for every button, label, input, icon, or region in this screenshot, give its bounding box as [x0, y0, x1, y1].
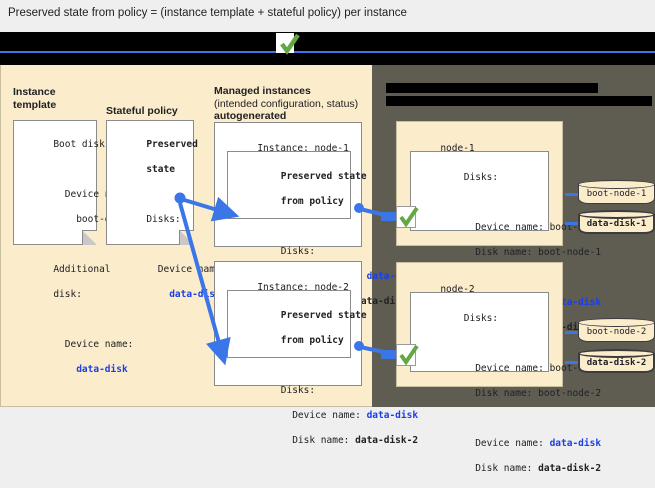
heading-managed-instances-line1: Managed instances: [214, 85, 311, 97]
heading-stateful-policy-line1: Stateful policy: [106, 105, 178, 117]
card-instance-template: Boot disk: Device name: boot-disk Additi…: [13, 120, 133, 375]
ps2-disk-label: Disk name:: [280, 434, 356, 446]
cylinder-body: [578, 353, 655, 373]
n2-boot-disk-value: boot-node-2: [538, 387, 602, 399]
ps1-device-value: data-disk: [366, 270, 419, 282]
cylinder-top: [578, 180, 655, 189]
it-line-4: boot-disk: [53, 213, 128, 225]
right-panel-redaction-bar-1: [386, 83, 598, 93]
it-line-6: Additional: [53, 263, 111, 275]
disk-cylinder-data-disk-1: data-disk-1: [578, 210, 655, 236]
instance-box-node-1: Instance: node-1 Preserved state from po…: [214, 122, 418, 307]
connector-boot-node-1: [565, 193, 589, 196]
heading-instance-template-line1: Instance: [13, 86, 56, 98]
card-fold-corner: [179, 230, 194, 245]
cylinder-label: boot-node-1: [586, 189, 647, 199]
sp-line-2: state: [146, 163, 175, 175]
n2-data-device-label: Device name:: [463, 437, 550, 449]
ps2-disk-value: data-disk-2: [355, 434, 419, 446]
ps2-line-2: from policy: [280, 334, 344, 346]
disk-cylinder-data-disk-2: data-disk-2: [578, 349, 655, 375]
n2-boot-disk-label: Disk name:: [463, 387, 539, 399]
connector-boot-node-2: [565, 331, 589, 334]
sp-line-4: Disks:: [146, 213, 181, 225]
preserved-state-box-node-1: Preserved state from policy Disks: Devic…: [227, 151, 418, 307]
legend-band-redacted: [0, 32, 655, 65]
disk-cylinder-boot-node-1: boot-node-1: [578, 180, 655, 206]
n1-data-disk-value: data-disk-1: [538, 321, 602, 333]
cylinder-label: data-disk-2: [586, 358, 647, 368]
node-card-2-title: node-2: [440, 283, 475, 295]
ps1-line-2: from policy: [280, 195, 344, 207]
right-panel-redaction-bar-2: [386, 96, 652, 106]
canvas-left-border: [0, 65, 1, 407]
caption-text: Preserved state from policy = (instance …: [8, 7, 407, 19]
instance-title-node-1: Instance: node-1: [257, 142, 349, 154]
card-stateful-policy: Preserved state Disks: Device name: data…: [106, 120, 226, 300]
n1-boot-disk-label: Disk name:: [463, 246, 539, 258]
n1-boot-disk-value: boot-node-1: [538, 246, 602, 258]
ps2-line-1: Preserved state: [280, 309, 367, 321]
n2-data-disk-value: data-disk-2: [538, 462, 602, 474]
cylinder-top: [578, 210, 655, 219]
cylinder-top: [578, 349, 655, 358]
blue-stub-node-2: [381, 350, 400, 359]
ps1-disks-label: Disks:: [280, 245, 316, 257]
ps2-disks-label: Disks:: [280, 384, 316, 396]
cylinder-label: boot-node-2: [586, 327, 647, 337]
instance-box-node-2: Instance: node-2 Preserved state from po…: [214, 261, 418, 446]
connector-data-disk-2: [565, 361, 589, 364]
node-card-1-disks-box: Disks: Device name: boot-disk Disk name:…: [410, 151, 601, 333]
n2-data-device-value: data-disk: [549, 437, 602, 449]
node-card-2-disks-box: Disks: Device name: boot-disk Disk name:…: [410, 292, 601, 474]
instance-title-node-2: Instance: node-2: [257, 281, 349, 293]
connector-data-disk-1: [565, 222, 589, 225]
n2-boot-device-value: boot-disk: [549, 362, 602, 374]
check-icon-node-2: [399, 344, 419, 366]
it-line-9: Device name:: [53, 338, 134, 350]
node-card-2: node-2 Disks: Device name: boot-disk Dis…: [396, 262, 601, 474]
disk-cylinder-boot-node-2: boot-node-2: [578, 318, 655, 344]
n1-boot-device-label: Device name:: [463, 221, 550, 233]
it-line-1: Boot disk:: [53, 138, 111, 150]
check-backing-node-1: [396, 206, 416, 228]
check-backing-node-2: [396, 344, 416, 366]
n2-disks-label: Disks:: [463, 312, 499, 324]
it-line-10-data-disk: data-disk: [53, 363, 128, 375]
legend-check-icon: [280, 33, 300, 55]
heading-stateful-policy: Stateful policy: [106, 105, 178, 118]
n1-boot-device-value: boot-disk: [549, 221, 602, 233]
ps2-device-value: data-disk: [366, 409, 419, 421]
node-card-1: node-1 Disks: Device name: boot-disk Dis…: [396, 121, 601, 333]
n2-boot-device-label: Device name:: [463, 362, 550, 374]
n2-data-disk-label: Disk name:: [463, 462, 539, 474]
preserved-state-box-node-2: Preserved state from policy Disks: Devic…: [227, 290, 418, 446]
legend-blue-rule: [0, 51, 655, 53]
heading-managed-instances-line3: autogenerated: [214, 110, 287, 122]
heading-managed-instances: Managed instances (intended configuratio…: [214, 85, 358, 123]
card-fold-corner: [82, 230, 97, 245]
ps1-disk-value: data-disk-1: [355, 295, 419, 307]
diagram-root: Preserved state from policy = (instance …: [0, 0, 655, 474]
ps1-line-1: Preserved state: [280, 170, 367, 182]
node-card-1-title: node-1: [440, 142, 475, 154]
sp-line-7-data-disk: data-disk: [146, 288, 221, 300]
sp-line-1: Preserved: [146, 138, 198, 150]
cylinder-body: [578, 214, 655, 234]
heading-managed-instances-line2: (intended configuration, status): [214, 97, 359, 110]
heading-instance-template: Instance template: [13, 86, 56, 111]
n1-disks-label: Disks:: [463, 171, 499, 183]
caption-bar: Preserved state from policy = (instance …: [0, 0, 655, 32]
cylinder-label: data-disk-1: [586, 219, 647, 229]
ps2-device-label: Device name:: [280, 409, 367, 421]
check-icon-node-1: [399, 206, 419, 228]
blue-stub-node-1: [381, 212, 400, 221]
heading-instance-template-line2: template: [13, 98, 57, 111]
n1-data-device-value: data-disk: [549, 296, 602, 308]
cylinder-top: [578, 318, 655, 327]
it-line-7: disk:: [53, 288, 82, 300]
